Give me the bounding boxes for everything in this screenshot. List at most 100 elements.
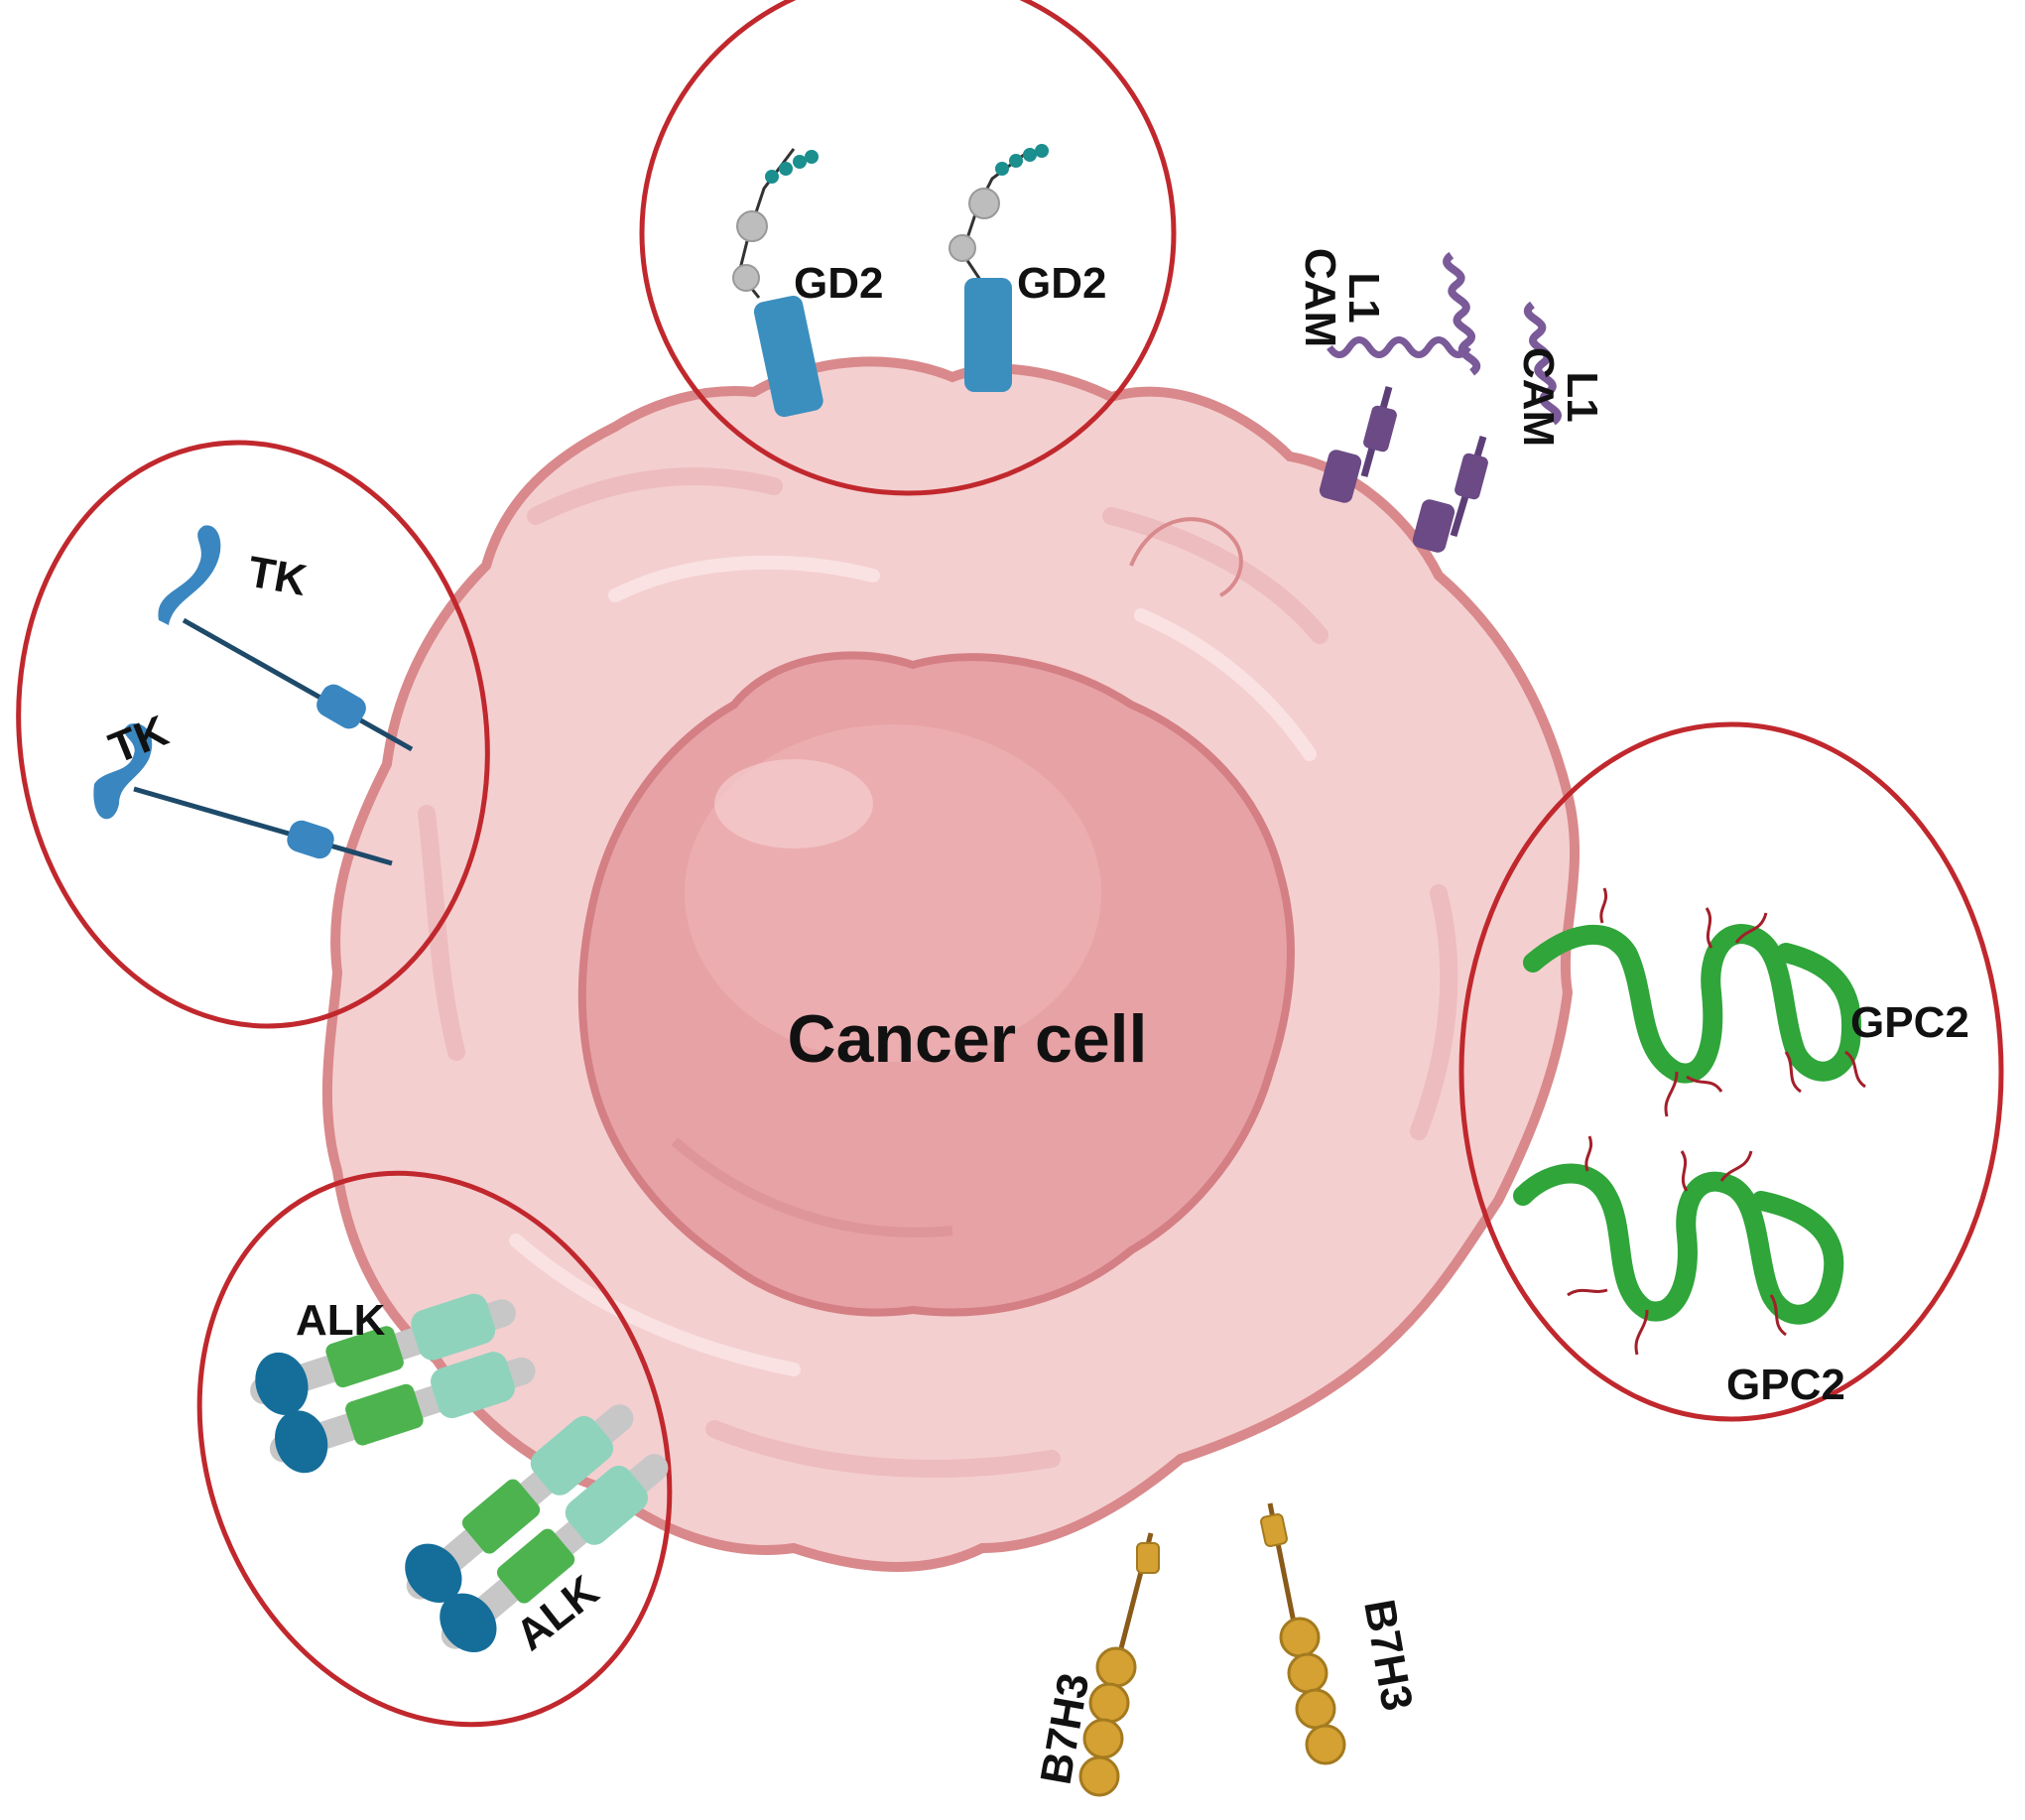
gpc2-label-top: GPC2 <box>1850 998 1969 1047</box>
alk-label-top: ALK <box>296 1296 386 1345</box>
membrane-fold <box>527 467 783 525</box>
l1cam-receptor-left <box>1319 251 1481 503</box>
membrane-fold <box>705 1420 1061 1478</box>
alk-receptor <box>250 1293 516 1415</box>
l1cam-domain <box>1455 453 1488 500</box>
tk-receptor-top <box>158 525 414 752</box>
b7h3-bead <box>1095 1646 1137 1688</box>
l1cam-label-left-line2: CAM <box>1296 248 1344 347</box>
tk-stalk <box>182 617 414 752</box>
tk-label-top: TK <box>244 548 310 605</box>
alk-domain-green <box>461 1479 541 1554</box>
tk-domain <box>316 684 366 729</box>
gpc2-group: GPC2 GPC2 <box>1458 721 2004 1422</box>
gpc2-backbone <box>1523 924 1862 1084</box>
membrane-fold <box>1410 884 1458 1140</box>
sialic-bead <box>1009 154 1023 168</box>
membrane-fold <box>1102 507 1329 644</box>
b7h3-anchor <box>1136 1542 1160 1574</box>
tk-stalk <box>133 786 393 866</box>
alk-receptor <box>440 1454 669 1652</box>
highlight-ring-gd2 <box>639 0 1177 496</box>
membrane-highlight <box>1134 608 1317 761</box>
gd2-receptor-left <box>732 148 823 418</box>
sialic-bead <box>779 162 793 176</box>
alk-head <box>275 1410 328 1474</box>
gd2-receptor-right <box>949 144 1049 392</box>
tk-label-bottom: TK <box>102 707 175 773</box>
alk-domain-green <box>325 1326 404 1388</box>
nucleus-fold <box>671 1137 953 1237</box>
highlight-ring-tk <box>16 440 490 1029</box>
l1cam-receptor-right <box>1412 301 1562 553</box>
l1cam-label-left-line1: L1 <box>1339 272 1388 323</box>
sialic-bead <box>995 162 1009 176</box>
sialic-bead <box>793 155 807 169</box>
alk-receptor <box>269 1352 536 1474</box>
membrane-highlight <box>608 555 880 602</box>
highlight-ring-alk <box>196 1170 673 1728</box>
gpc2-chains <box>1567 1135 1787 1356</box>
nucleus-highlight <box>714 759 873 848</box>
glycan-bead <box>736 210 768 242</box>
l1cam-group: L1 CAM L1 CAM <box>1296 248 1606 553</box>
gpc2-backbone <box>1513 1163 1844 1325</box>
l1cam-wave <box>1523 301 1562 426</box>
gpc2-label-bottom: GPC2 <box>1726 1361 1845 1409</box>
l1cam-domain <box>1412 499 1455 553</box>
tk-domain <box>287 820 334 859</box>
tk-head <box>93 723 153 820</box>
gpc2-protein-bottom <box>1513 1135 1844 1356</box>
b7h3-group: B7H3 B7H3 <box>1032 1502 1422 1797</box>
gd2-label-left: GD2 <box>794 259 883 308</box>
b7h3-receptor-right <box>1260 1502 1346 1765</box>
gd2-label-right: GD2 <box>1017 259 1106 308</box>
b7h3-bead <box>1305 1724 1346 1765</box>
alk-domain-mint <box>530 1415 614 1495</box>
membrane-highlight <box>509 1234 801 1376</box>
l1cam-label-right-line1: L1 <box>1558 371 1606 422</box>
sialic-bead <box>765 170 779 184</box>
b7h3-anchor <box>1260 1512 1288 1548</box>
alk-head <box>440 1593 497 1652</box>
l1cam-domain <box>1363 405 1397 453</box>
gd2-anchor <box>753 295 823 418</box>
l1cam-domain <box>1319 450 1362 503</box>
l1cam-label-right-line2: CAM <box>1514 347 1563 447</box>
b7h3-bead <box>1287 1652 1329 1694</box>
b7h3-bead <box>1078 1755 1120 1797</box>
nucleus <box>577 651 1295 1317</box>
tk-receptor-bottom <box>93 723 393 866</box>
sialic-bead <box>805 150 819 164</box>
b7h3-receptor-left <box>1078 1532 1160 1797</box>
alk-domain-green <box>496 1528 575 1604</box>
gd2-group: GD2 GD2 <box>639 0 1177 496</box>
alk-domain-green <box>345 1383 424 1446</box>
gpc2-protein-top <box>1523 887 1866 1117</box>
sialic-bead <box>1035 144 1049 158</box>
l1cam-coil <box>1327 336 1471 358</box>
b7h3-label-right: B7H3 <box>1354 1596 1422 1714</box>
glycan-bead <box>968 188 1000 219</box>
b7h3-bead <box>1295 1688 1336 1730</box>
alk-domain-mint <box>431 1352 515 1419</box>
l1cam-wave <box>1443 251 1481 376</box>
gpc2-chains <box>1599 887 1866 1117</box>
highlight-ring-gpc2 <box>1458 721 2004 1422</box>
b7h3-bead <box>1279 1617 1321 1658</box>
membrane-curl <box>1129 517 1243 597</box>
alk-domain-mint <box>411 1293 496 1361</box>
alk-receptor <box>405 1404 634 1603</box>
alk-head <box>405 1543 462 1603</box>
tk-head <box>158 525 221 625</box>
glycan-bead <box>732 264 760 292</box>
cancer-cell-label: Cancer cell <box>788 1001 1148 1077</box>
alk-head <box>255 1352 309 1415</box>
glycan-bead <box>949 234 976 262</box>
alk-domain-mint <box>565 1465 649 1545</box>
membrane-fold <box>418 805 465 1061</box>
gd2-anchor <box>964 278 1012 392</box>
sialic-bead <box>1023 148 1037 162</box>
